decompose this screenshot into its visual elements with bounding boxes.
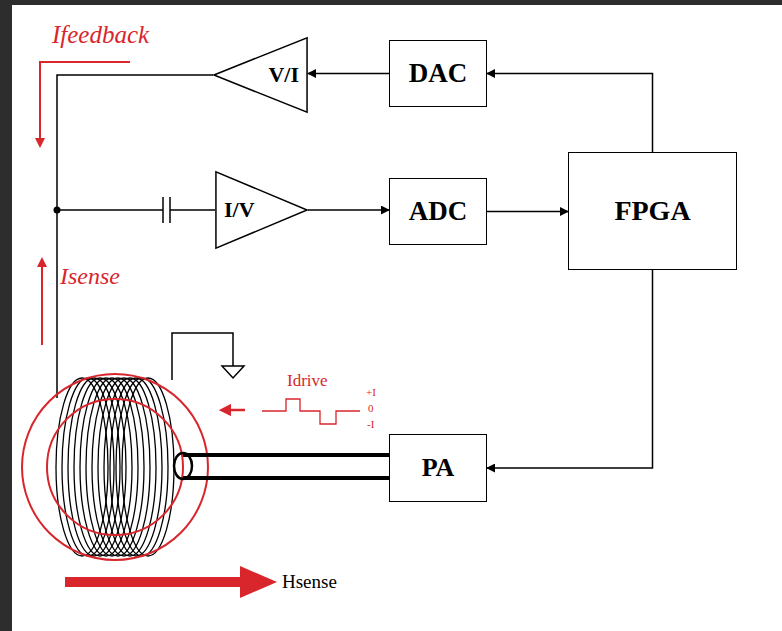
signal-arrow xyxy=(308,73,389,75)
signal-arrow xyxy=(308,209,389,211)
current-label: Ifeedback xyxy=(52,22,149,47)
node-label: FPGA xyxy=(614,197,690,225)
coil-winding xyxy=(56,378,174,556)
signal-arrow xyxy=(487,211,568,213)
triangle-outline xyxy=(216,172,307,248)
coil-turn xyxy=(110,378,162,556)
triangle-outline xyxy=(214,38,307,112)
drive-loop xyxy=(174,453,192,479)
toroid-core xyxy=(22,374,208,560)
amplifier-triangle: I/V xyxy=(215,171,308,249)
sense-wire xyxy=(57,75,213,398)
converter-box: DAC xyxy=(389,40,487,107)
toroid-core xyxy=(47,399,183,535)
frame-strip xyxy=(0,0,12,631)
coil-turn xyxy=(122,378,174,556)
signal-arrow xyxy=(487,270,653,468)
level-label: -I xyxy=(367,419,374,430)
sense-wire xyxy=(170,209,215,211)
signal-label: Idrive xyxy=(287,372,328,389)
drive-waveform xyxy=(262,399,360,424)
node-label: V/I xyxy=(268,64,299,86)
current-label: Isense xyxy=(60,264,120,288)
drive-wire xyxy=(183,453,389,457)
sense-wire xyxy=(57,209,163,211)
converter-box: ADC xyxy=(389,178,487,245)
frame-strip xyxy=(0,0,782,5)
level-label: 0 xyxy=(368,403,374,414)
level-label: +I xyxy=(366,387,376,398)
node-label: DAC xyxy=(409,60,468,87)
ground-wire xyxy=(172,333,233,380)
capacitor-symbol xyxy=(162,197,164,223)
field-label: Hsense xyxy=(282,572,337,591)
node-label: PA xyxy=(422,455,455,481)
current-arrow xyxy=(41,262,43,345)
field-arrow xyxy=(240,566,277,598)
node-label: ADC xyxy=(409,198,468,225)
current-arrow xyxy=(225,409,245,412)
node-label: I/V xyxy=(224,199,255,221)
ground-symbol xyxy=(222,366,244,378)
drive-wire xyxy=(183,476,389,480)
field-arrow xyxy=(65,577,242,587)
amplifier-box: PA xyxy=(389,434,487,502)
signal-arrow xyxy=(487,74,653,153)
current-arrow xyxy=(40,62,130,143)
processor-box: FPGA xyxy=(568,152,737,270)
amplifier-triangle: V/I xyxy=(213,37,308,113)
